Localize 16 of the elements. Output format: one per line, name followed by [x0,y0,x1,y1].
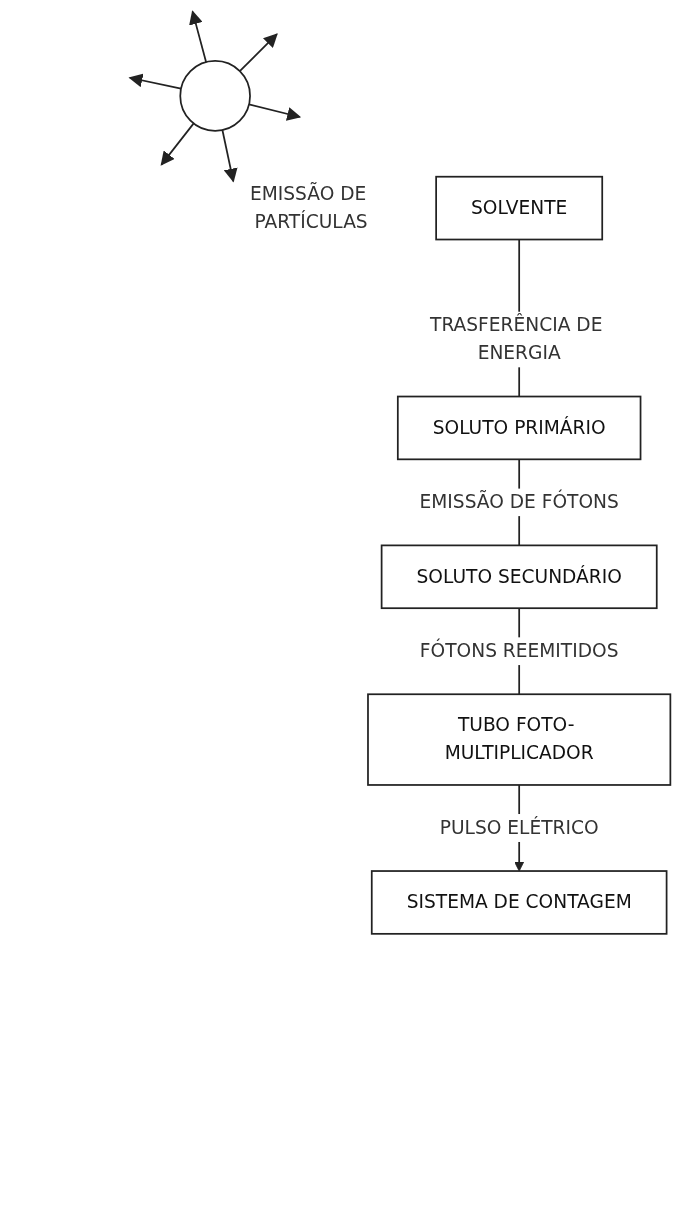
arrow [160,122,195,166]
edge-label: FÓTONS REEMITIDOS [419,639,619,662]
node-label: EMISSÃO DE PARTÍCULAS [249,182,368,233]
arrow [238,33,278,73]
node-box: TUBO FOTO- MULTIPLICADOR [367,693,672,786]
node-box: SISTEMA DE CONTAGEM [370,870,668,935]
arrow [189,10,207,64]
arrow [221,129,238,183]
node-box: SOLUTO PRIMÁRIO [396,395,642,461]
edge-label: PULSO ELÉTRICO [439,816,599,839]
arrow [248,103,302,121]
edge-label: TRASFERÊNCIA DE ENERGIA [430,313,603,364]
node-box: SOLUTO SECUNDÁRIO [380,544,658,610]
edge-label: EMISSÃO DE FÓTONS [419,490,619,513]
node-box: SOLVENTE [435,175,604,241]
arrow [128,73,182,90]
